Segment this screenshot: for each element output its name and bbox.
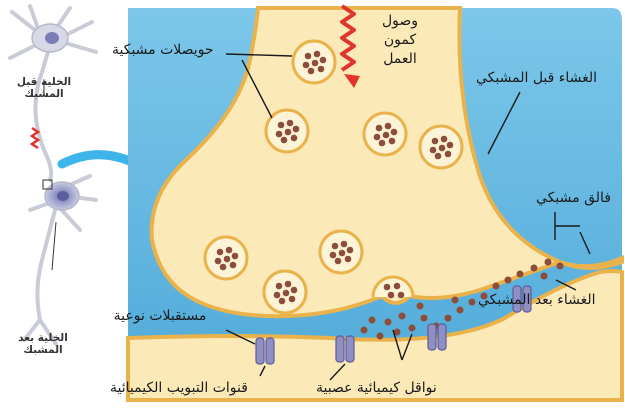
postsynaptic-pointer-line xyxy=(52,222,56,270)
label-postsynaptic-membrane: الغشاء بعد المشبكي xyxy=(478,292,596,308)
axon-signal-icon xyxy=(32,128,38,148)
label-neurotransmitters: نواقل كيميائية عصبية xyxy=(316,380,437,396)
label-specific-receptors: مستقبلات نوعية xyxy=(110,306,210,326)
presynaptic-nucleus xyxy=(45,32,59,44)
synaptic-vesicle xyxy=(205,237,247,279)
label-chemical-gated-channels: قنوات التبويب الكيميائية xyxy=(110,380,248,396)
label-synaptic-vesicles: حويصلات مشبكية xyxy=(112,42,214,58)
label-presynaptic-cell: الخلية قبل المشبك xyxy=(14,76,74,100)
synaptic-vesicle xyxy=(320,231,362,273)
label-synaptic-cleft: فالق مشبكي xyxy=(536,190,611,206)
label-postsynaptic-cell: الخلية بعد المشبك xyxy=(14,332,72,356)
neuron-overview xyxy=(10,6,96,344)
synaptic-vesicle xyxy=(420,126,462,168)
synaptic-vesicle xyxy=(264,271,306,313)
label-action-potential: وصول كمون العمل xyxy=(372,12,428,69)
synaptic-vesicle xyxy=(266,110,308,152)
label-presynaptic-membrane: الغشاء قبل المشبكي xyxy=(476,70,597,86)
postsynaptic-nucleus xyxy=(57,191,69,201)
synaptic-vesicle xyxy=(364,113,406,155)
synaptic-vesicle xyxy=(293,41,335,83)
